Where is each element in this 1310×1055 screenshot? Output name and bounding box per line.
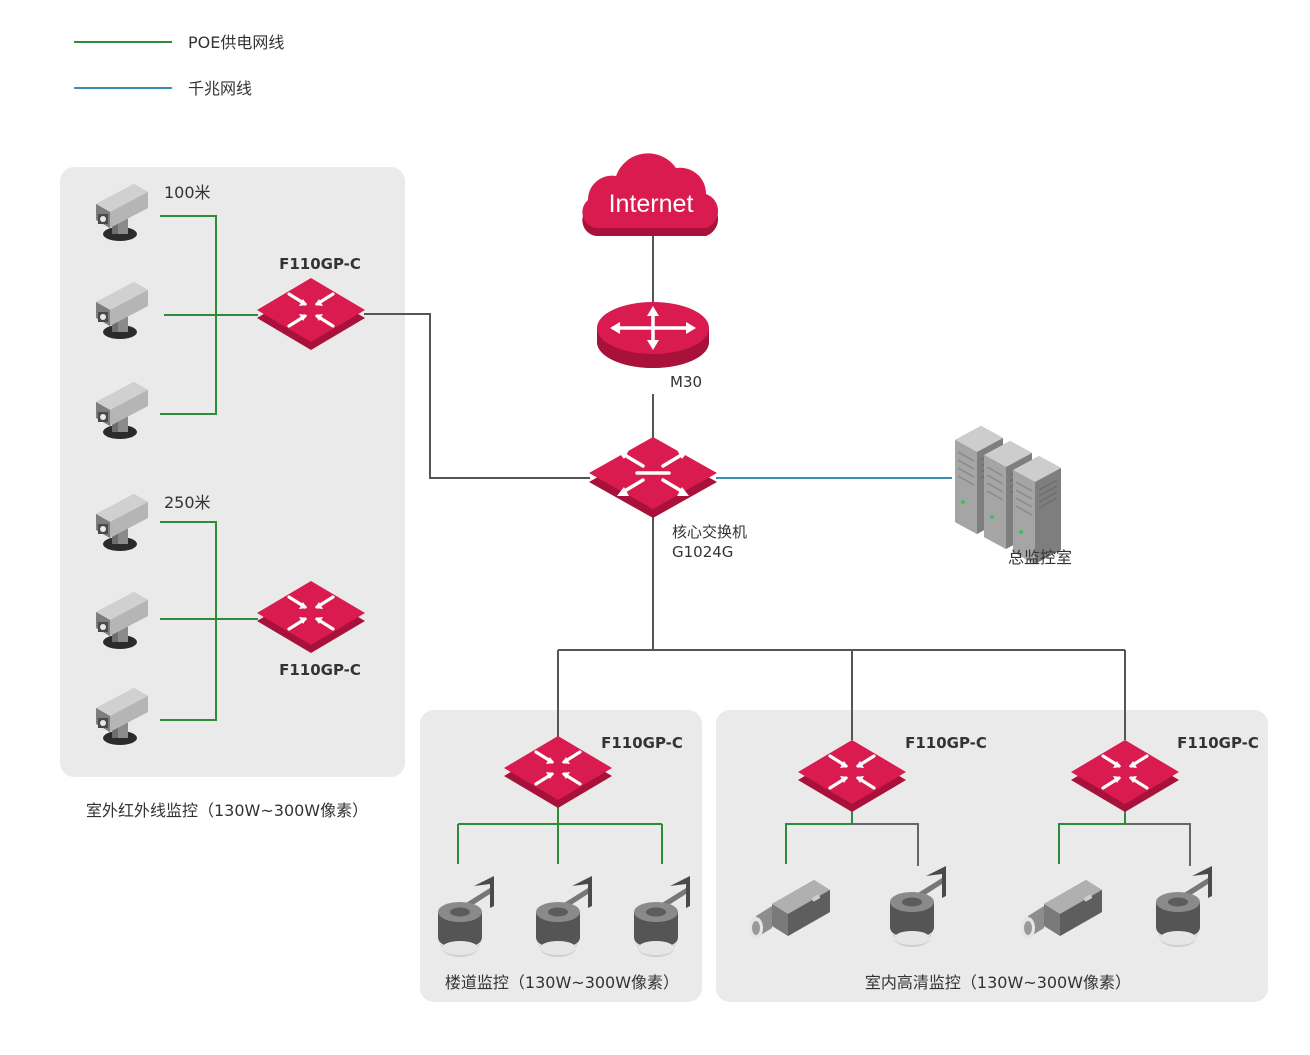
internet-label: Internet: [609, 190, 694, 218]
legend-gigabit-label: 千兆网线: [188, 79, 252, 98]
indoor-left-lan: [852, 823, 919, 866]
outdoor-poe-bus-bottom: [160, 521, 217, 721]
monitor-room-label: 总监控室: [1008, 548, 1072, 567]
corridor-group-panel: [420, 710, 702, 1002]
indoor-left-poe: [785, 823, 852, 864]
indoor-right-poe: [1058, 823, 1125, 864]
core-switch: [587, 435, 719, 520]
indoor-group-panel: [716, 710, 1268, 1002]
indoor-group-label: 室内高清监控（130W~300W像素）: [865, 973, 1131, 992]
indoor-switch-right-label: F110GP-C: [1177, 734, 1259, 752]
core-switch-name: 核心交换机: [672, 523, 747, 541]
router-model-label: M30: [670, 373, 702, 391]
outdoor-switch-top-label: F110GP-C: [279, 255, 361, 273]
indoor-right-lan: [1125, 823, 1191, 866]
outdoor-distance-bottom: 250米: [164, 493, 211, 512]
indoor-switch-left-label: F110GP-C: [905, 734, 987, 752]
legend-poe-label: POE供电网线: [188, 33, 284, 52]
corridor-group-label: 楼道监控（130W~300W像素）: [445, 973, 679, 992]
monitor-room-servers: [954, 425, 1062, 565]
core-switch-model: G1024G: [672, 543, 733, 561]
corridor-switch-label: F110GP-C: [601, 734, 683, 752]
outdoor-group-label: 室外红外线监控（130W~300W像素）: [86, 801, 368, 820]
outdoor-distance-top: 100米: [164, 183, 211, 202]
outdoor-switch-core-link: [364, 313, 590, 479]
router-m30: [597, 302, 709, 368]
outdoor-switch-bottom-label: F110GP-C: [279, 661, 361, 679]
internet-cloud: Internet: [582, 153, 719, 236]
